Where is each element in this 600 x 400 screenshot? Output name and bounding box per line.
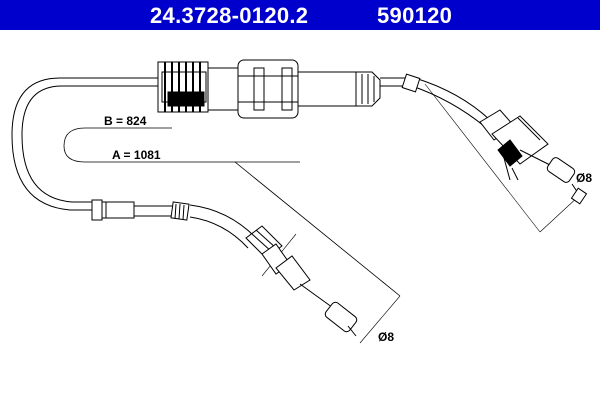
inner-cable (299, 283, 337, 311)
sheath-ferrule (170, 201, 190, 221)
adjuster-assembly (157, 59, 381, 119)
dimension-b-label: B = 824 (104, 114, 147, 128)
supplier-number: 590120 (377, 3, 453, 28)
end-fitting-lower (245, 225, 311, 291)
dimension-extension-line (539, 194, 581, 233)
dimension-extension-line (359, 295, 401, 344)
dimension-b-line (63, 127, 401, 297)
part-number: 24.3728-0120.2 (150, 3, 309, 28)
dimension-a-label: A = 1081 (112, 148, 161, 162)
cable-end-nipple (324, 301, 358, 337)
diameter-label-lower: Ø8 (378, 330, 394, 344)
dimension-extension-line (424, 83, 541, 233)
sheath-ferrule (91, 199, 135, 221)
cable-end-nipple (546, 157, 588, 205)
end-fitting-upper (479, 109, 549, 181)
diameter-label-upper: Ø8 (576, 171, 592, 185)
title-bar: 24.3728-0120.2 590120 (0, 0, 600, 30)
sheath-ferrule (401, 73, 421, 93)
